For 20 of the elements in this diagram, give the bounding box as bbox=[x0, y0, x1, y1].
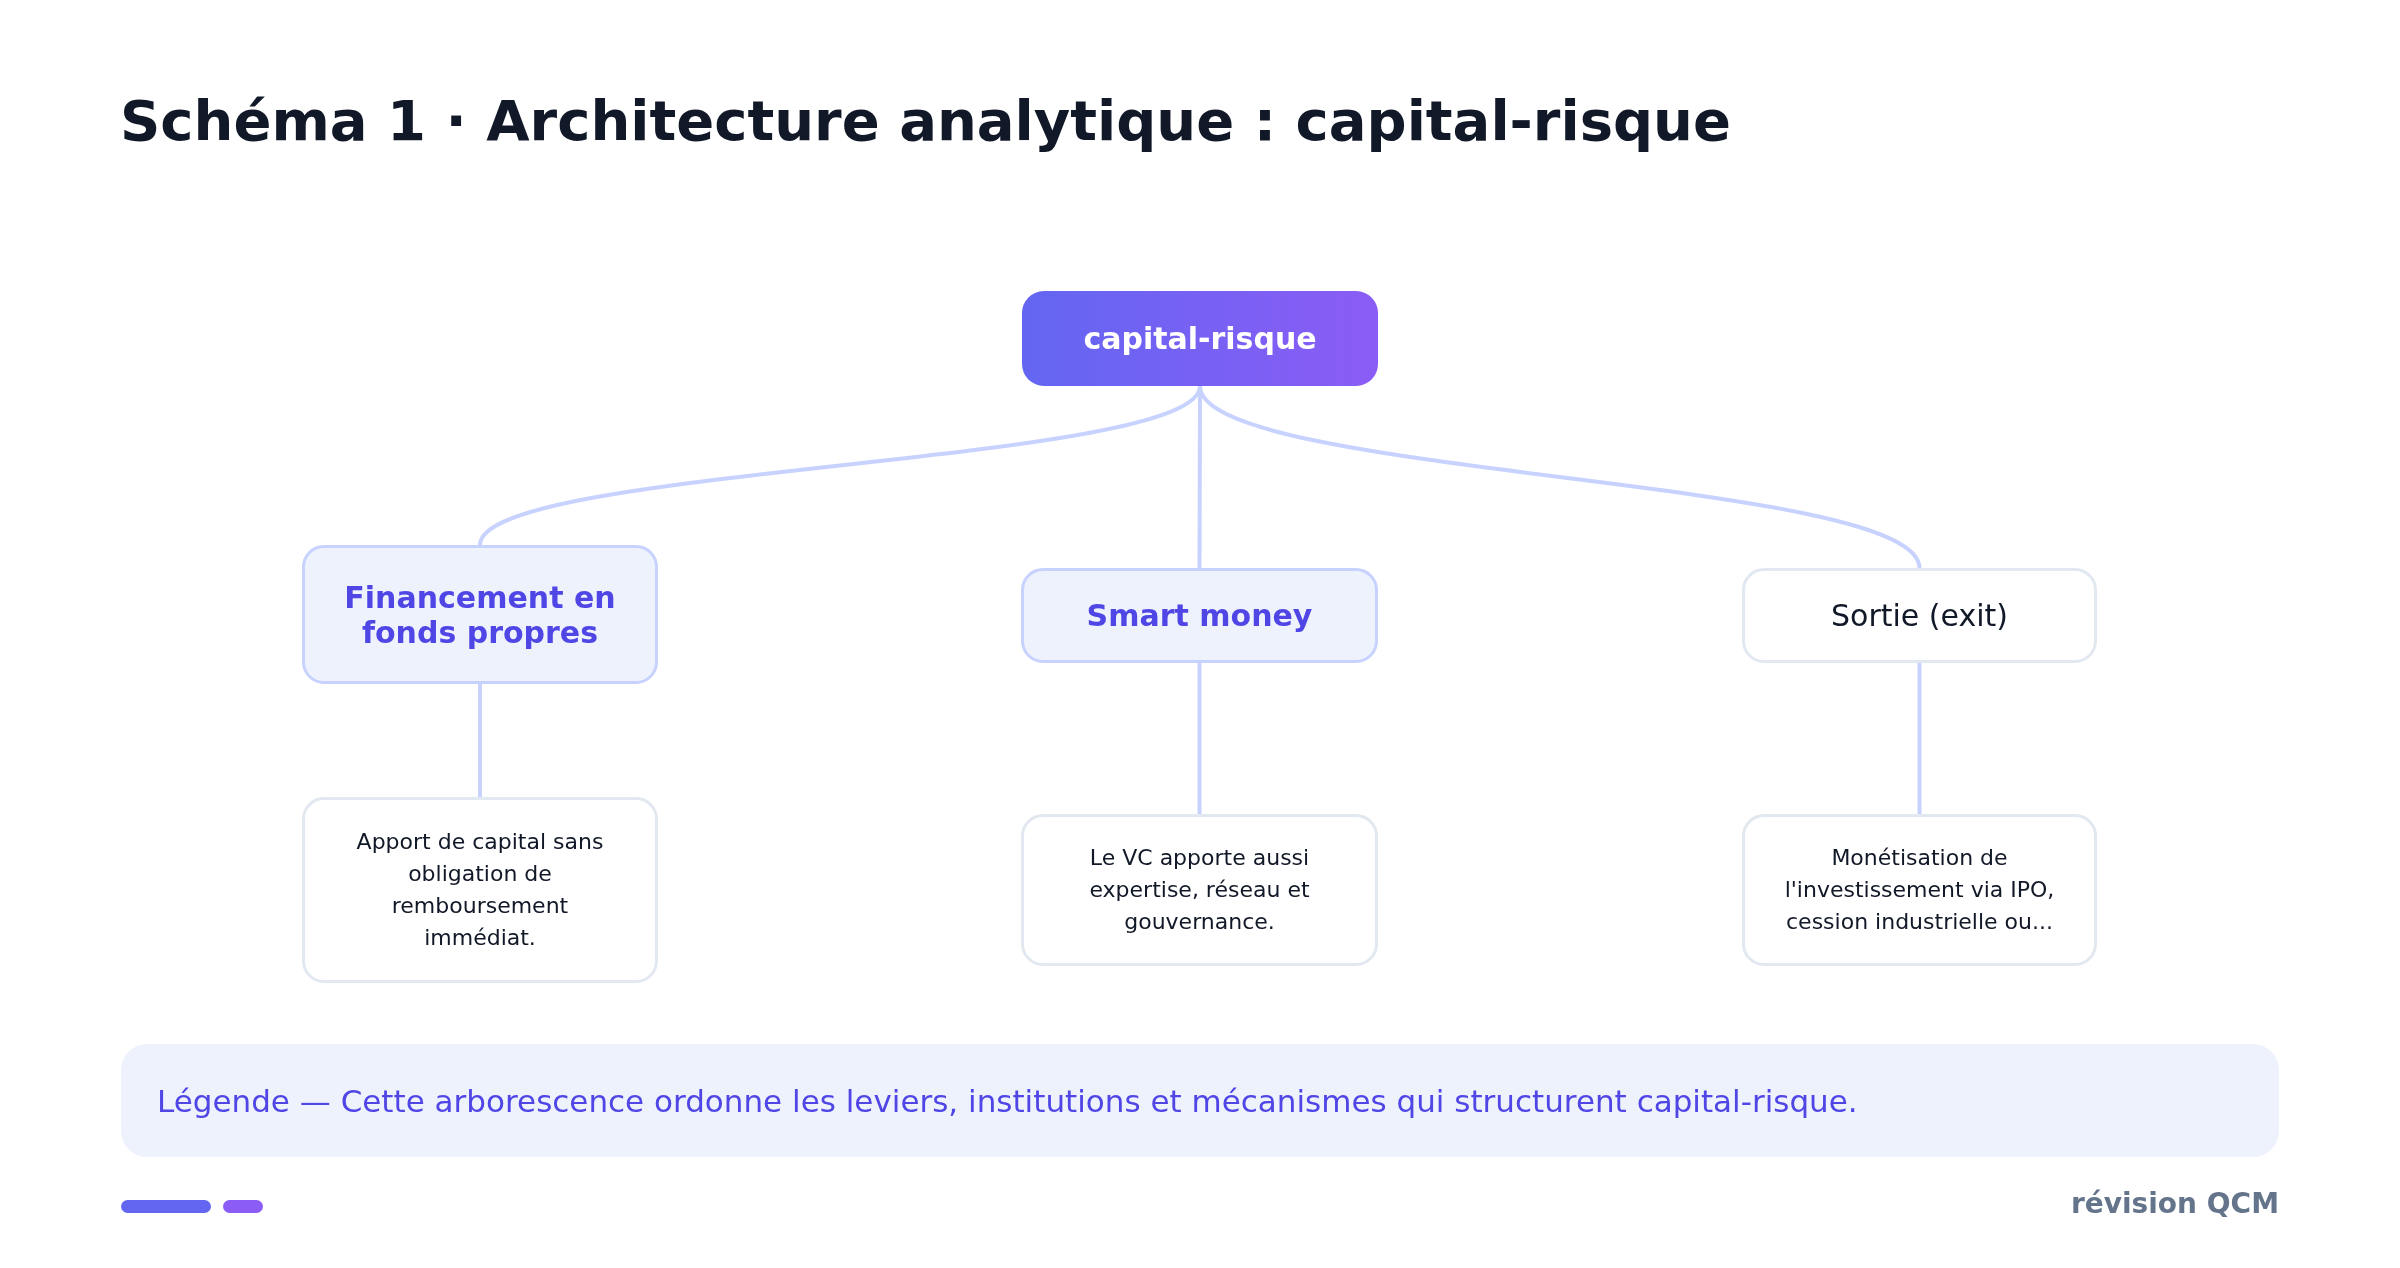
node-label: Smart money bbox=[1086, 598, 1313, 633]
branch-box bbox=[1021, 568, 1378, 663]
branch-box bbox=[302, 545, 658, 684]
node-label: Sortie (exit) bbox=[1831, 598, 2008, 633]
detail-box bbox=[302, 797, 658, 983]
node-label: Apport de capital sans obligation de remboursement immédiat. bbox=[355, 828, 605, 952]
detail-box bbox=[1021, 814, 1378, 966]
node-label: capital-risque bbox=[1083, 321, 1317, 356]
caption-text: Légende — Cette arborescence ordonne les leviers, institutions et mécanismes qui structurent capital-risque. bbox=[121, 1044, 2279, 1157]
node-label: Monétisation de l'investissement via IPO, cession industrielle ou... bbox=[1783, 844, 2056, 936]
branch-box bbox=[1742, 568, 2097, 663]
connector-line bbox=[478, 684, 482, 797]
connector-line bbox=[1917, 663, 1922, 814]
connector-line bbox=[1197, 663, 1202, 814]
root-node bbox=[1022, 291, 1378, 386]
node-label: Le VC apporte aussi expertise, réseau et gouvernance. bbox=[1088, 844, 1311, 936]
detail-box bbox=[1742, 814, 2097, 966]
node-label: Financement en fonds propres bbox=[343, 579, 617, 650]
footer-text: révision QCM bbox=[2070, 1187, 2279, 1220]
diagram-title: Schéma 1 · Architecture analytique : capital-risque bbox=[120, 88, 1731, 153]
